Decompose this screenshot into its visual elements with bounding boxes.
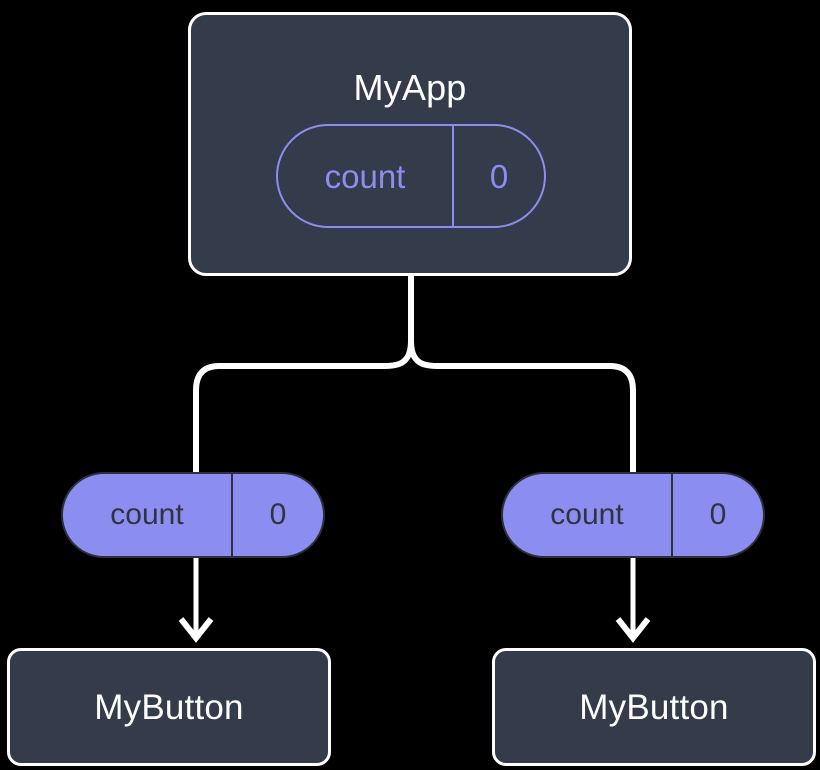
component-title-myapp: MyApp [353,67,467,108]
arrow-head-right-icon [615,617,651,643]
prop-pill-key: count [550,498,624,531]
wire-fork-right [408,340,636,487]
state-pill-key: count [324,157,406,195]
prop-pill-count-right[interactable]: count 0 [501,472,765,558]
state-pill-value: 0 [452,126,544,226]
prop-pill-value: 0 [671,474,763,556]
component-box-mybutton-left[interactable]: MyButton [7,648,331,766]
prop-pill-count-left[interactable]: count 0 [61,472,325,558]
component-box-mybutton-right[interactable]: MyButton [492,648,816,766]
arrow-head-left-icon [178,617,214,643]
component-title-mybutton-right: MyButton [579,687,729,727]
prop-pill-value: 0 [231,474,323,556]
component-title-mybutton-left: MyButton [94,687,244,727]
prop-pill-key: count [110,498,184,531]
state-pill-count-root[interactable]: count 0 [276,124,546,228]
wire-fork-left [193,340,414,487]
